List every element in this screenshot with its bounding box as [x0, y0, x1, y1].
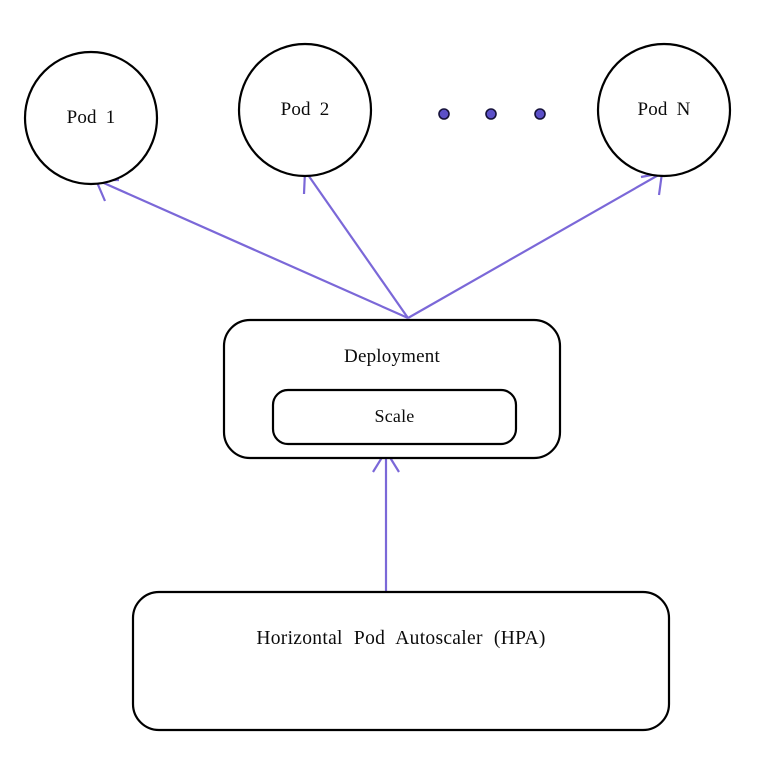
pod-1-node[interactable]: [23, 50, 159, 186]
ellipsis-dot-2: [485, 108, 497, 120]
edge-hpa-to-scale: [372, 448, 400, 592]
deployment-label: Deployment: [344, 346, 440, 367]
pod-n-node[interactable]: [596, 42, 732, 178]
pod-n-label: Pod N: [637, 99, 691, 120]
pod-2-node[interactable]: [237, 42, 373, 178]
ellipsis-dot-1: [438, 108, 450, 120]
scale-node[interactable]: [271, 388, 518, 446]
ellipsis-dot-3: [534, 108, 546, 120]
hpa-label: Horizontal Pod Autoscaler (HPA): [256, 628, 546, 649]
pod-2-label: Pod 2: [280, 99, 330, 120]
edge-deployment-to-pod-1: [94, 178, 409, 320]
scale-label: Scale: [374, 406, 415, 426]
hpa-node[interactable]: [131, 590, 671, 732]
edge-deployment-to-pod-n: [407, 171, 664, 319]
pod-1-label: Pod 1: [66, 107, 116, 128]
